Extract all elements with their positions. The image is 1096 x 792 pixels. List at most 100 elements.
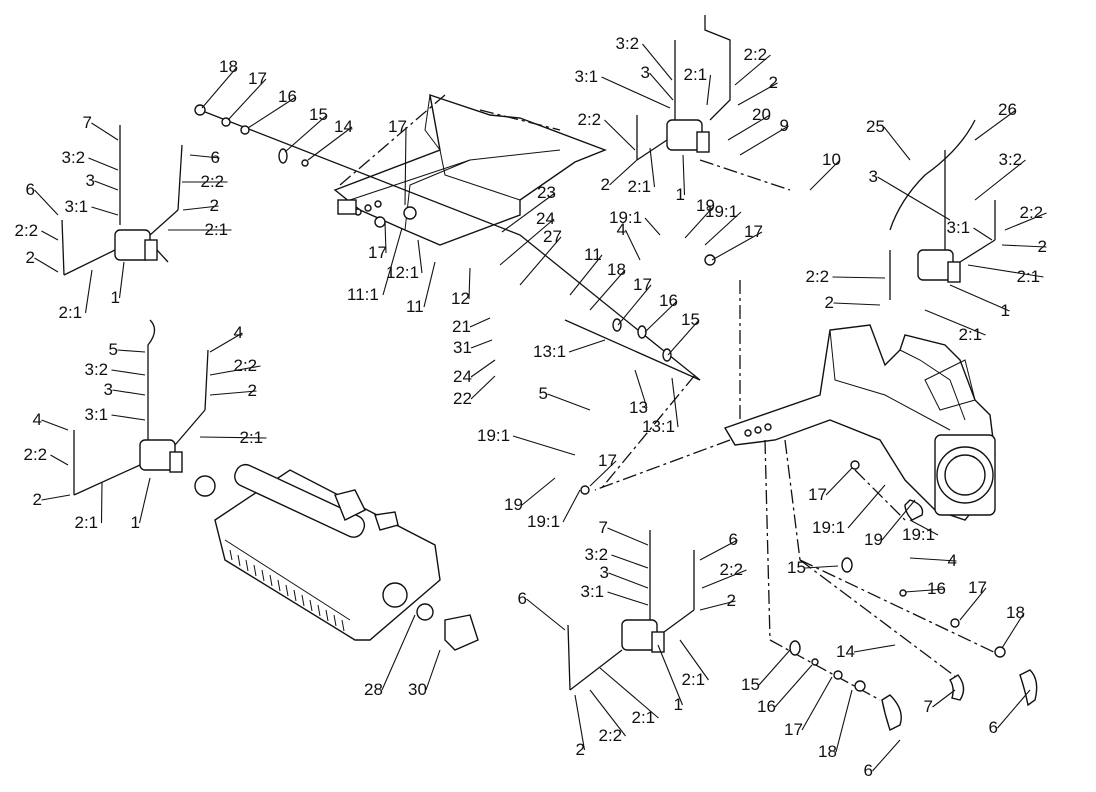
part-label-3: 3 [869,167,878,186]
part-label-17: 17 [808,485,827,504]
part-label-2-2: 2:2 [744,45,768,64]
part-label-17: 17 [248,69,267,88]
part-label-2-1: 2:1 [205,220,229,239]
part-label-11: 11 [406,297,424,316]
leader-line [644,300,678,333]
part-label-2-1: 2:1 [240,428,264,447]
leader-line [499,218,555,266]
part-label-2-2: 2:2 [720,560,744,579]
leader-line [634,369,648,409]
part-label-17: 17 [784,720,803,739]
part-label-30: 30 [408,680,427,699]
leader-line [883,126,911,161]
part-label-19-1: 19:1 [527,512,560,531]
leader-line [739,125,789,156]
part-label-6: 6 [729,530,738,549]
leader-line [91,122,119,141]
part-label-19-1: 19:1 [902,525,935,544]
part-label-3-1: 3:1 [581,582,605,601]
part-label-24: 24 [453,367,472,386]
part-label-2-1: 2:1 [682,670,706,689]
part-label-16: 16 [278,87,297,106]
part-label-17: 17 [388,117,407,136]
leader-line [209,390,257,396]
leader-line [904,588,946,593]
part-label-18: 18 [607,260,626,279]
leader-line [959,587,987,621]
part-label-14: 14 [836,642,855,661]
leader-line [41,419,69,431]
leader-line [34,189,59,216]
part-label-19: 19 [864,530,883,549]
part-label-12-1: 12:1 [386,263,419,282]
part-label-19-1: 19:1 [812,518,845,537]
part-label-14: 14 [334,117,353,136]
leader-line [833,302,881,306]
leader-line [41,230,59,241]
leader-line [699,600,736,611]
leader-line [706,74,712,106]
part-label-20: 20 [752,105,771,124]
leader-line [847,484,886,529]
part-label-5: 5 [109,340,118,359]
part-label-2-2: 2:2 [15,221,39,240]
part-label-3-2: 3:2 [999,150,1023,169]
part-label-28: 28 [364,680,383,699]
leader-line [1001,244,1047,248]
part-label-21: 21 [452,317,471,336]
leader-line [832,276,886,279]
part-label-13: 13 [629,398,648,417]
small-fittings [194,104,1038,731]
part-label-16: 16 [927,579,946,598]
leader-line [521,477,556,506]
part-label-19: 19 [696,196,715,215]
leader-line [562,489,581,523]
leader-line [701,569,747,589]
leader-line [877,176,951,221]
part-label-3: 3 [104,380,113,399]
upper-bracket [333,93,607,246]
part-label-18: 18 [219,57,238,76]
leader-line [625,229,641,261]
part-label-3-1: 3:1 [947,218,971,237]
part-label-26: 26 [998,100,1017,119]
leader-line [727,114,771,141]
leader-line [679,639,709,681]
part-label-2: 2 [26,248,35,267]
leader-line [568,339,606,353]
leader-line [684,205,715,239]
leader-line [470,359,496,378]
leader-line [547,393,591,411]
part-label-1: 1 [131,513,140,532]
part-label-2-2: 2:2 [234,356,258,375]
part-label-2: 2 [33,490,42,509]
roller-assembly [214,463,441,641]
part-label-18: 18 [818,742,837,761]
part-label-2-1: 2:1 [1017,267,1041,286]
part-label-18: 18 [1006,603,1025,622]
part-label-3: 3 [600,563,609,582]
part-label-2-2: 2:2 [578,110,602,129]
leader-line [284,114,328,153]
leader-line [711,231,763,261]
part-label-3-1: 3:1 [575,67,599,86]
leader-line [853,644,896,653]
motor-unit-bottom-center [621,619,665,653]
leader-line [589,689,626,737]
leader-line [94,180,119,191]
leader-line [201,66,238,109]
leader-line [34,257,59,273]
part-label-3-1: 3:1 [85,405,109,424]
leader-line [881,499,916,541]
leader-line [649,147,656,188]
leader-line [404,126,407,206]
part-label-19-1: 19:1 [477,426,510,445]
leader-line [734,54,771,86]
part-label-17: 17 [633,275,652,294]
leader-line [699,539,738,561]
part-label-9: 9 [780,116,789,135]
leader-line [872,739,901,772]
